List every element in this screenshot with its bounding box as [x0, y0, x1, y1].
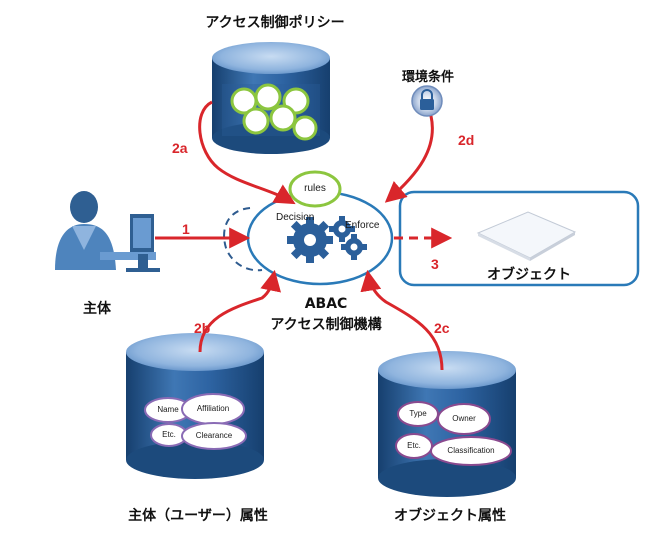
arrow-label-1: 1 [182, 221, 190, 237]
arrow-label-2b: 2b [194, 320, 211, 336]
object-attributes-database-icon [378, 351, 516, 497]
policy-title: アクセス制御ポリシー [205, 15, 345, 31]
rules-text: rules [304, 183, 326, 194]
environment-title: 環境条件 [401, 70, 455, 85]
arrow-label-2a: 2a [172, 140, 188, 156]
engine-label-line2: アクセス制御機構 [270, 317, 382, 333]
enforce-text: Enforce [345, 220, 380, 231]
decision-text: Decision [276, 212, 315, 223]
policy-rule-cluster-icon [230, 83, 318, 141]
object-document-icon [476, 211, 577, 261]
attr-owner-bubble [437, 403, 491, 435]
pep-dashed-ring [223, 207, 263, 272]
object-attr-type: Type [409, 409, 427, 418]
subject-attributes-database-icon [126, 333, 264, 479]
environment-lock-icon [411, 85, 443, 117]
object-attributes-label: オブジェクト属性 [394, 508, 506, 524]
arrow-label-2d: 2d [458, 132, 475, 148]
subject-attr-clearance: Clearance [195, 431, 233, 440]
arrow-label-3: 3 [431, 256, 439, 272]
attr-classification-bubble [430, 436, 512, 466]
arrow-2d [384, 115, 434, 203]
arrow-2c [360, 269, 444, 371]
object-attr-owner: Owner [452, 414, 476, 423]
policy-database-icon [212, 42, 330, 154]
object-attr-etc: Etc. [407, 441, 421, 450]
attr-etc-bubble [395, 433, 433, 459]
object-label: オブジェクト [487, 267, 571, 283]
subject-user-icon [55, 191, 160, 272]
subject-attributes-label: 主体（ユーザー）属性 [128, 508, 268, 524]
subject-attr-affiliation: Affiliation [196, 404, 230, 413]
subject-attr-etc: Etc. [162, 430, 176, 439]
arrow-2a [198, 100, 296, 205]
subject-label: 主体 [83, 301, 111, 317]
arrow-2b [198, 269, 282, 353]
engine-gears-icon [287, 216, 367, 263]
attr-clearance-bubble [181, 422, 247, 450]
engine-label-line1: ABAC [304, 296, 348, 312]
object-attr-classification: Classification [447, 446, 495, 455]
attr-type-bubble [397, 401, 439, 427]
arrow-label-2c: 2c [434, 320, 450, 336]
subject-attr-name: Name [157, 405, 179, 414]
